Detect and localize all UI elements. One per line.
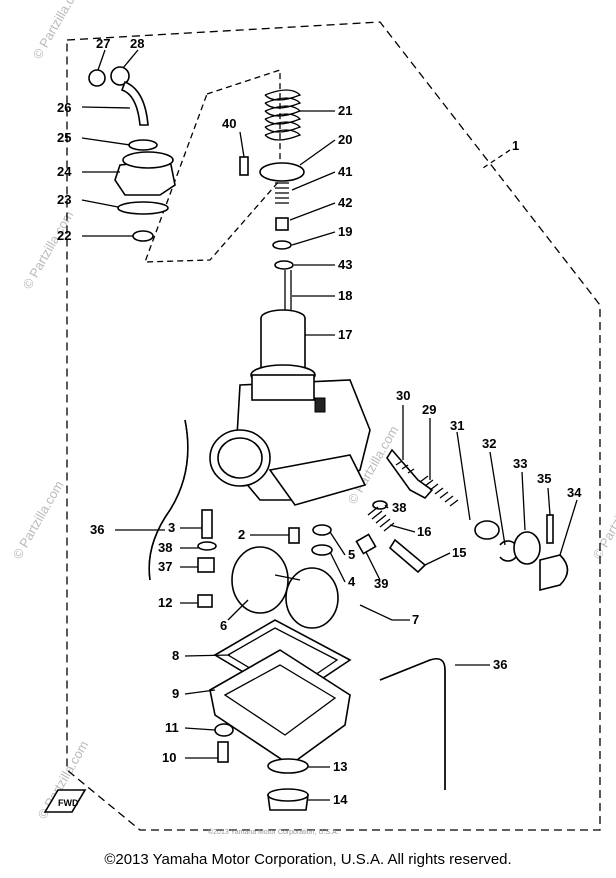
callout-41: 41 — [338, 164, 352, 179]
callout-27: 27 — [96, 36, 110, 51]
callout-43: 43 — [338, 257, 352, 272]
callout-26: 26 — [57, 100, 71, 115]
callout-42: 42 — [338, 195, 352, 210]
callout-9: 9 — [172, 686, 179, 701]
callout-35: 35 — [537, 471, 551, 486]
callout-4: 4 — [348, 574, 356, 589]
callout-34: 34 — [567, 485, 582, 500]
callout-37: 37 — [158, 559, 172, 574]
watermark-right: © Partzilla.com — [590, 478, 616, 561]
float — [231, 546, 393, 629]
throttle-slide — [260, 309, 306, 374]
callout-40: 40 — [222, 116, 236, 131]
callout-25: 25 — [57, 130, 71, 145]
callout-2: 2 — [238, 527, 245, 542]
callout-14: 14 — [333, 792, 348, 807]
leader-lines — [81, 49, 578, 801]
callout-7: 7 — [412, 612, 419, 627]
fwd-label: FWD — [58, 798, 79, 808]
callout-31: 31 — [450, 418, 464, 433]
fwd-arrow-icon: FWD — [43, 789, 87, 813]
callout-28: 28 — [130, 36, 144, 51]
vent-hose-left — [148, 419, 189, 581]
callout-16: 16 — [417, 524, 431, 539]
callout-3: 3 — [168, 520, 175, 535]
callout-20: 20 — [338, 132, 352, 147]
cap-bracket — [144, 69, 281, 263]
callout-11: 11 — [165, 720, 179, 735]
throttle-valve-parts — [239, 89, 305, 315]
callout-1: 1 — [512, 138, 519, 153]
jet-parts — [197, 509, 377, 608]
inner-copyright: ©2013 Yamaha Motor Corporation, U.S.A. — [208, 828, 339, 836]
carburetor-body — [209, 364, 371, 506]
callout-24: 24 — [57, 164, 72, 179]
callout-8: 8 — [172, 648, 179, 663]
callout-15: 15 — [452, 545, 466, 560]
callout-30: 30 — [396, 388, 410, 403]
watermark-top-left: © Partzilla.com — [30, 0, 87, 62]
callout-23: 23 — [57, 192, 71, 207]
callout-22: 22 — [57, 228, 71, 243]
watermark-left-mid: © Partzilla.com — [10, 478, 67, 561]
callout-13: 13 — [333, 759, 347, 774]
callout-17: 17 — [338, 327, 352, 342]
float-bowl — [209, 619, 352, 811]
callout-32: 32 — [482, 436, 496, 451]
right-side-parts — [367, 448, 569, 592]
callout-19: 19 — [338, 224, 352, 239]
callout-12: 12 — [158, 595, 172, 610]
callout-38-left: 38 — [158, 540, 172, 555]
callout-33: 33 — [513, 456, 527, 471]
callout-29: 29 — [422, 402, 436, 417]
watermark-left: © Partzilla.com — [20, 208, 77, 291]
assembly-boundary — [66, 21, 601, 831]
callout-36-right: 36 — [493, 657, 507, 672]
cable-adjuster-parts — [88, 66, 176, 242]
callout-38-right: 38 — [392, 500, 406, 515]
callout-36-left: 36 — [90, 522, 104, 537]
callout-39: 39 — [374, 576, 388, 591]
callout-18: 18 — [338, 288, 352, 303]
callout-6: 6 — [220, 618, 227, 633]
copyright-footer: ©2013 Yamaha Motor Corporation, U.S.A. A… — [104, 851, 512, 868]
callout-labels: 27 28 26 25 24 23 22 40 21 20 41 42 19 4… — [57, 36, 582, 807]
callout-5: 5 — [348, 547, 355, 562]
callout-10: 10 — [162, 750, 176, 765]
callout-21: 21 — [338, 103, 352, 118]
